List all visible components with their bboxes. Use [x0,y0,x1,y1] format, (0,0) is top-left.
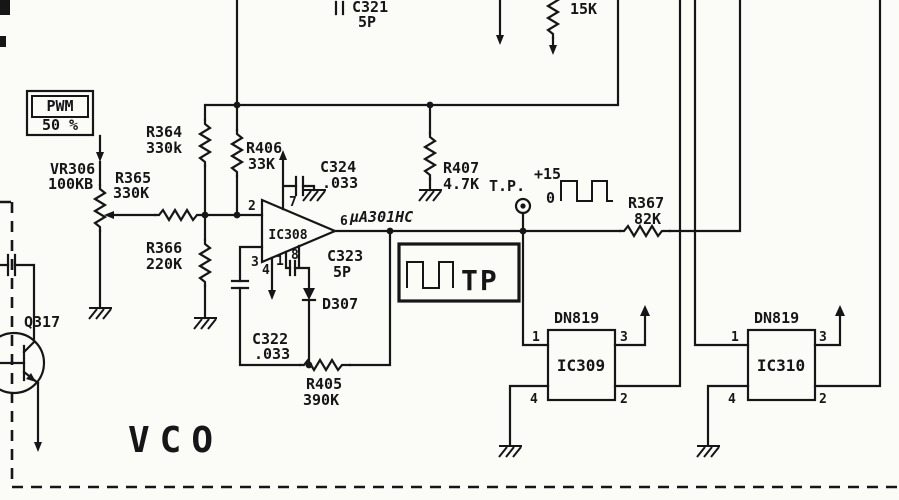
level-high-label: +15 [534,165,561,183]
c323-ref-label: C323 [327,247,363,265]
ground-symbol [498,445,523,458]
r407-ref-label: R407 [443,159,479,177]
vr306-body [93,183,107,233]
test-point-label: T.P. [489,177,525,195]
test-point-terminal [514,197,532,215]
q317-ref-label: Q317 [24,313,60,331]
r406-ref-label: R406 [246,139,282,157]
r367-ref-label: R367 [628,194,664,212]
ic309-ref-label: IC309 [557,356,605,375]
r-top-value-label: 15K [570,0,597,18]
junction-dots [201,101,527,369]
c321-plates-partial [334,0,345,16]
ic310-part-label: DN819 [754,309,799,327]
pwm-duty-label: 50 % [42,116,78,134]
ic308-pin2-label: 2 [248,199,256,214]
level-low-label: 0 [546,189,555,207]
ic308-pin4-label: 4 [262,263,270,278]
r406-body [230,128,244,178]
scan-artifacts [0,0,10,47]
ic310-pin3-label: 3 [819,330,827,345]
c323-value-label: 5P [333,263,351,281]
c322-ref-label: C322 [252,330,288,348]
vminus-down-arrow-icon [268,290,276,300]
ground-symbol [88,307,113,320]
ic308-part-label: μA301HC [349,208,413,226]
c324-plates [294,175,305,197]
r407-body [423,131,437,181]
wire-segments [0,0,882,448]
r367-value-label: 82K [634,210,661,228]
ic310-pin1-label: 1 [731,330,739,345]
c322-value-label: .033 [254,345,290,363]
r364-ref-label: R364 [146,123,182,141]
ic310-ref-label: IC310 [757,356,805,375]
r364-body [198,118,212,168]
ic309-box [546,328,617,402]
ic310-box [746,328,817,402]
r15k-down-arrow-icon [549,45,557,55]
vplus-up-arrow-icon [279,150,287,160]
r407-value-label: 4.7K [443,175,479,193]
ic310-pin2-label: 2 [819,392,827,407]
c322-plates [230,279,250,290]
ic308-opamp-triangle [260,198,338,264]
emitter-arrow-icon [26,373,36,382]
vr306-value-label: 100KB [48,175,93,193]
ic308-pin7-label: 7 [289,195,297,210]
ic310-pin4-label: 4 [728,392,736,407]
d307-ref-label: D307 [322,295,358,313]
pwm-label: PWM [46,97,73,115]
tp-box-label: TP [461,264,499,297]
tp-waveform-icon [406,261,454,289]
r366-ref-label: R366 [146,239,182,257]
tp-annotation-box [397,242,521,303]
r-top-15k-body [546,0,560,40]
pwm-down-arrow-icon [96,152,104,162]
vco-block-label: VCO [128,420,223,461]
c323-plates [288,259,297,277]
ic309-pin1-label: 1 [532,330,540,345]
ic309-pin3-label: 3 [620,330,628,345]
arrowheads [34,35,845,452]
ground-symbol [696,445,721,458]
ic309-pin2-label: 2 [620,392,628,407]
ic308-pin6-label: 6 [340,214,348,229]
edge-cap-partial [6,253,17,277]
r365-value-label: 330K [113,184,149,202]
q317-transistor [0,331,46,395]
r364-value-label: 330k [146,139,182,157]
ic308-pin1-label: 1 [276,254,284,269]
ic308-ref-label: IC308 [268,228,307,243]
vco-block-dashed-border [0,200,899,489]
r405-value-label: 390K [303,391,339,409]
vr306-ref-label: VR306 [50,160,95,178]
emitter-down-arrow-icon [34,442,42,452]
level-waveform-icon [560,180,613,202]
r405-ref-label: R405 [306,375,342,393]
r365-body [153,208,207,222]
top-down-arrow-icon [496,35,504,45]
ic310-up-arrow-icon [835,305,845,316]
pwm-annotation-box [25,89,95,137]
c324-value-label: .033 [322,174,358,192]
r366-value-label: 220K [146,255,182,273]
ic309-part-label: DN819 [554,309,599,327]
capacitor-symbols [6,0,345,290]
r406-value-label: 33K [248,155,275,173]
ic309-pin4-label: 4 [530,392,538,407]
ground-symbol [418,189,443,202]
c324-ref-label: C324 [320,158,356,176]
r365-ref-label: R365 [115,169,151,187]
ic309-up-arrow-icon [640,305,650,316]
wiper-arrow-icon [104,211,114,219]
r366-body [198,238,212,288]
c321-value-label: 5P [358,13,376,31]
ic308-pin8-label: 8 [291,248,299,263]
ic308-pin3-label: 3 [251,255,259,270]
ground-symbol [193,317,218,330]
c321-ref-label: C321 [352,0,388,16]
d307-diode [301,288,317,302]
